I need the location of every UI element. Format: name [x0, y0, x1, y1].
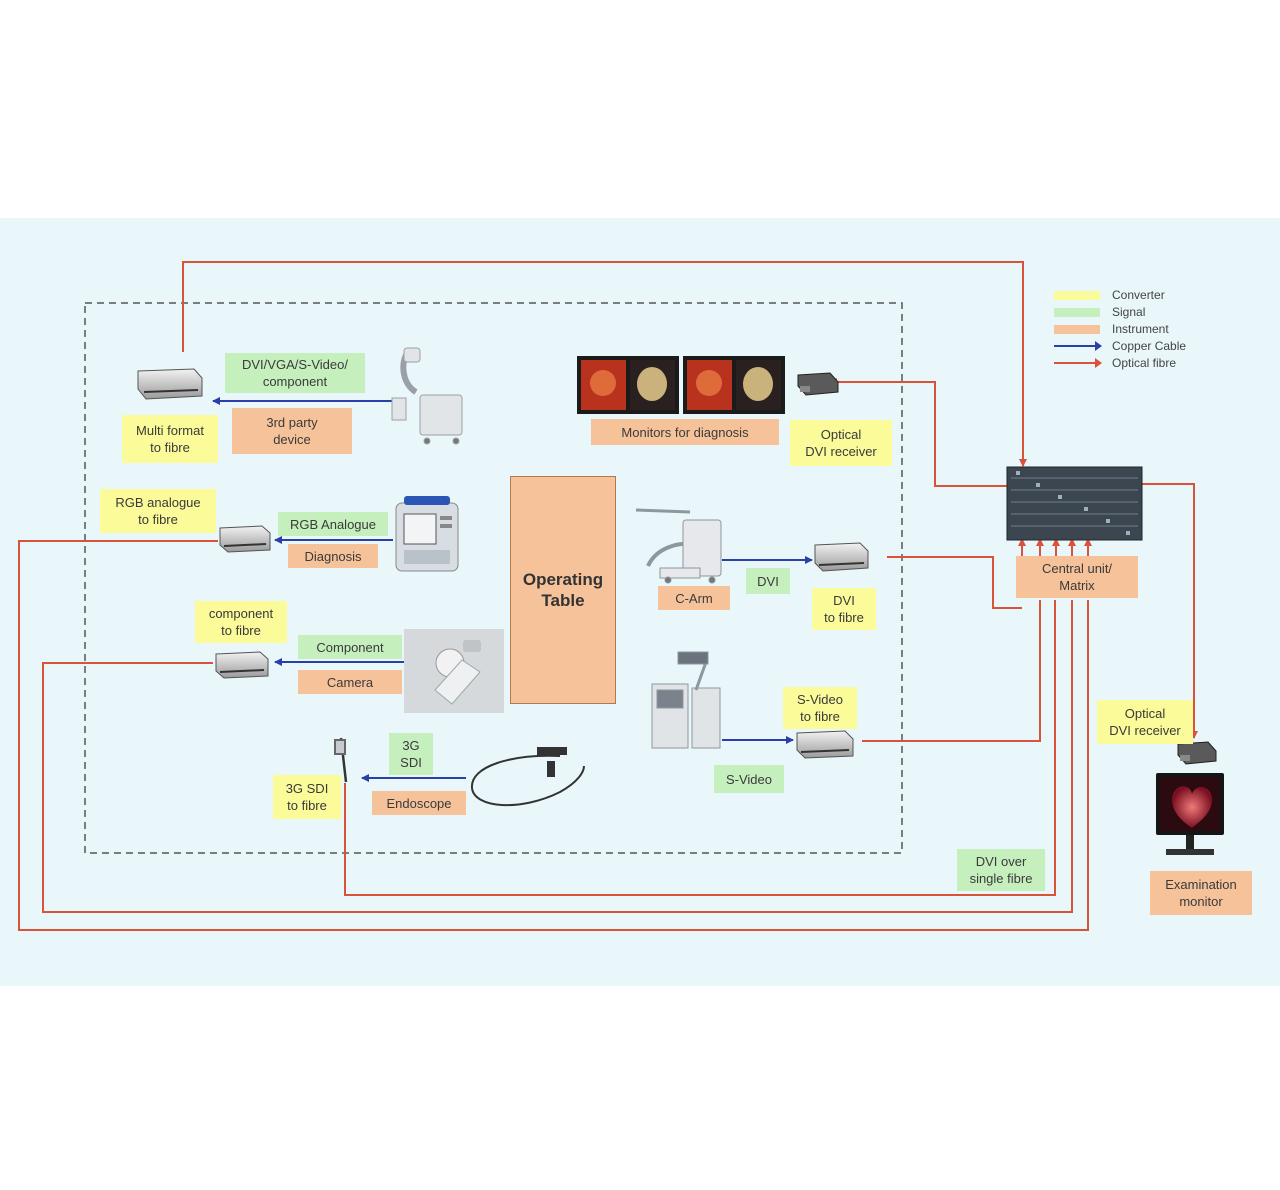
legend-fibre-arrow: [1054, 358, 1102, 368]
monitors-for-diagnosis-label: Monitors for diagnosis: [591, 419, 779, 445]
legend-converter-text: Converter: [1112, 288, 1165, 302]
legend-copper-cable: Copper Cable: [1054, 339, 1186, 353]
endoscope-device: [334, 737, 585, 807]
converter-box-svideo: [796, 730, 854, 759]
legend-instrument: Instrument: [1054, 322, 1169, 336]
legend-optical-fibre: Optical fibre: [1054, 356, 1176, 370]
dvi-vga-svideo-signal-label: DVI/VGA/S-Video/ component: [225, 353, 365, 393]
multi-format-to-fibre-label: Multi format to fibre: [122, 415, 218, 463]
diagnosis-monitor-right: [683, 356, 785, 414]
legend-signal-text: Signal: [1112, 305, 1146, 319]
converter-box-component: [215, 651, 269, 679]
c-arm-label: C-Arm: [658, 586, 730, 610]
component-to-fibre-label: component to fibre: [195, 601, 287, 643]
operating-room-boundary: [84, 302, 903, 854]
diagnosis-label: Diagnosis: [288, 544, 378, 568]
3g-sdi-signal-label: 3G SDI: [389, 733, 433, 775]
legend-fibre-text: Optical fibre: [1112, 356, 1177, 370]
optical-receiver-right: [1177, 741, 1217, 765]
rgb-analogue-signal-label: RGB Analogue: [278, 512, 388, 536]
copper-cable-lines: [212, 397, 813, 782]
legend-signal-swatch: [1054, 307, 1100, 317]
camera-label: Camera: [298, 670, 402, 694]
legend-copper-arrow: [1054, 341, 1102, 351]
operating-table: Operating Table: [510, 476, 616, 704]
converter-box-rgb: [219, 525, 271, 553]
svideo-to-fibre-label: S-Video to fibre: [783, 687, 857, 729]
legend-instrument-swatch: [1054, 324, 1100, 334]
legend-instrument-text: Instrument: [1112, 322, 1169, 336]
legend-converter: Converter: [1054, 288, 1165, 302]
dvi-signal-label: DVI: [746, 568, 790, 594]
diagnosis-unit: [395, 496, 459, 572]
svideo-source-device: [651, 651, 721, 749]
legend-converter-swatch: [1054, 290, 1100, 300]
optical-receiver-top: [797, 372, 839, 396]
examination-monitor-label: Examination monitor: [1150, 871, 1252, 915]
endoscope-label: Endoscope: [372, 791, 466, 815]
converter-box-multi-format: [137, 368, 203, 400]
camera-image: [404, 629, 504, 713]
c-arm-device: [635, 508, 722, 584]
third-party-device: [391, 347, 463, 445]
rgb-to-fibre-label: RGB analogue to fibre: [100, 489, 216, 533]
examination-monitor: [1156, 773, 1224, 855]
optical-dvi-receiver-label-right: Optical DVI receiver: [1097, 700, 1193, 744]
central-unit-matrix: [1006, 466, 1143, 541]
svideo-signal-label: S-Video: [714, 765, 784, 793]
converter-box-dvi: [814, 542, 869, 572]
central-unit-label: Central unit/ Matrix: [1016, 556, 1138, 598]
third-party-device-label: 3rd party device: [232, 408, 352, 454]
component-signal-label: Component: [298, 635, 402, 659]
dvi-to-fibre-label: DVI to fibre: [812, 588, 876, 630]
optical-fibre-lines: [18, 261, 1198, 931]
legend-copper-text: Copper Cable: [1112, 339, 1187, 353]
legend-signal: Signal: [1054, 305, 1145, 319]
3g-sdi-to-fibre-label: 3G SDI to fibre: [273, 775, 341, 819]
optical-dvi-receiver-label-top: Optical DVI receiver: [790, 420, 892, 466]
diagnosis-monitor-left: [577, 356, 679, 414]
dvi-over-single-fibre-label: DVI over single fibre: [957, 849, 1045, 891]
